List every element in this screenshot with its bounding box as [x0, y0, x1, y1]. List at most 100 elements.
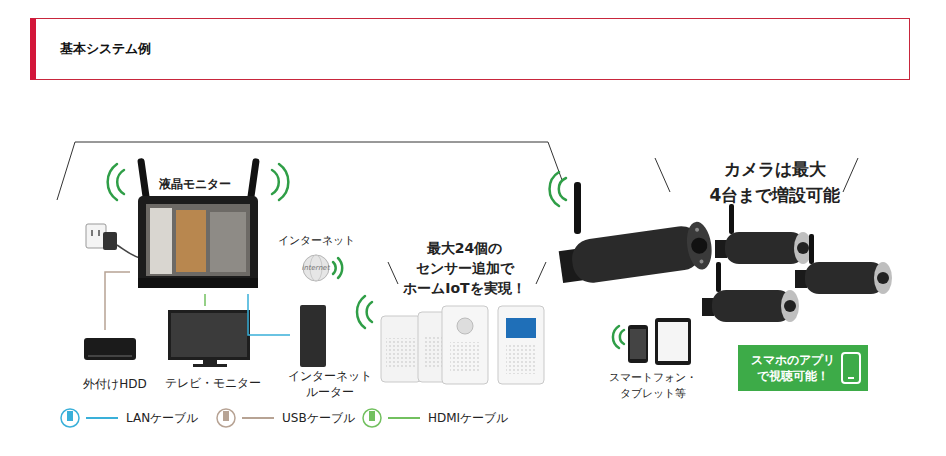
monitor-device: 液晶モニター: [130, 176, 260, 294]
signal-arc: [367, 302, 372, 322]
sensor-group: 最大24個の センサー追加で ホームIoTを実現！: [375, 238, 555, 388]
legend-label: HDMIケーブル: [428, 410, 508, 426]
usb-plug-icon: [217, 409, 235, 427]
camera-group: カメラは最大 4台まで増設可能: [555, 156, 890, 318]
node-sublabel: internet: [291, 264, 341, 273]
phone-outline: [842, 353, 860, 383]
screen-door: [176, 210, 206, 272]
hdd-stripe: [88, 355, 132, 357]
ir-led: [699, 259, 704, 264]
node-label: 外付けHDD: [70, 376, 160, 392]
legend-label: USBケーブル: [282, 410, 355, 426]
router-body: [300, 305, 326, 367]
camera-face: [781, 290, 799, 322]
sensor-device: [498, 306, 544, 384]
hdd-device: 外付けHDD: [75, 330, 155, 392]
legend-swatch: [388, 417, 420, 419]
app-badge: スマホのアプリ で視聴可能！: [738, 345, 868, 391]
plug-shape: [223, 411, 229, 421]
screen-wall: [150, 208, 172, 274]
antenna: [716, 262, 721, 292]
monitor-screen: [146, 204, 250, 276]
smartphone: [628, 325, 648, 363]
hdd-body: [84, 338, 136, 360]
signal-arc: [117, 170, 124, 194]
antenna: [809, 234, 814, 264]
plug-shape: [369, 411, 375, 421]
signal-arc: [333, 262, 336, 274]
tv-body: [168, 310, 250, 360]
phone-screen: [630, 329, 646, 359]
cable-connector: [204, 294, 206, 306]
heading-bracket: [843, 158, 858, 192]
signal-arc: [613, 326, 619, 348]
phone-tablet: スマートフォン・ タブレット等: [600, 316, 705, 398]
sensor-display: [506, 318, 536, 338]
signal-arc: [108, 164, 117, 200]
node-label: インターネット ルーター: [285, 368, 375, 400]
ir-led: [695, 228, 700, 233]
phone-button: [848, 377, 854, 379]
camera-large: [557, 220, 714, 289]
legend-icon: [61, 409, 381, 427]
motion-sensor: [457, 318, 473, 334]
camera-lens: [690, 237, 708, 255]
legend-label: LANケーブル: [126, 410, 198, 426]
camera-face: [684, 220, 714, 271]
heading-bracket: [388, 262, 398, 284]
outlet-slot: [98, 230, 100, 236]
sensor-device: [442, 306, 488, 384]
hdmi-plug-icon: [363, 409, 381, 427]
plug-shape: [67, 411, 73, 421]
house-outline: [57, 142, 562, 200]
signal-arc: [272, 170, 279, 194]
cable-connector: [248, 294, 290, 335]
tablet-screen: [658, 322, 688, 361]
signal-arc: [559, 178, 566, 200]
tv-screen: [171, 313, 247, 357]
sensor-grille: [450, 342, 480, 372]
node-label: 最大24個の センサー追加で ホームIoTを実現！: [392, 238, 537, 298]
lan-plug-icon: [61, 409, 79, 427]
sensor-device: [381, 316, 421, 382]
camera-body: [712, 290, 792, 322]
node-label: 液晶モニター: [130, 176, 260, 192]
title-box: 基本システム例: [30, 18, 910, 80]
antenna: [574, 182, 581, 234]
camera-body: [805, 262, 885, 294]
camera-lens: [784, 300, 796, 312]
camera-small: [795, 234, 892, 294]
camera-body: [569, 224, 704, 286]
tv-base: [193, 364, 227, 367]
internet-node: インターネットinternet: [276, 234, 356, 282]
power-adapter: [103, 232, 117, 250]
sensor-grille: [506, 344, 536, 374]
tv-device: テレビ・モニター: [160, 306, 265, 392]
power-cord: [117, 245, 140, 258]
camera-lens: [797, 242, 809, 254]
signal-arc: [550, 172, 559, 206]
signal-arc: [338, 258, 342, 278]
diagram-title: 基本システム例: [60, 19, 151, 79]
heading-bracket: [536, 262, 546, 284]
legend-swatch: [242, 417, 274, 419]
outlet-slot: [91, 230, 93, 236]
monitor-bezel: [138, 278, 258, 288]
signal-arc: [279, 164, 288, 200]
node-label: スマホのアプリ で視聴可能！: [746, 352, 840, 384]
cable-connector: [105, 272, 130, 330]
signal-arc: [620, 330, 624, 344]
node-label: インターネット: [271, 234, 361, 248]
legend-swatch: [86, 417, 118, 419]
heading-bracket: [655, 158, 670, 192]
tablet: [655, 318, 691, 365]
camera-small: [702, 262, 799, 322]
signal-arc: [357, 296, 365, 328]
monitor-body: [138, 196, 258, 288]
sensor-grille: [386, 338, 416, 368]
node-label: スマートフォン・ タブレット等: [605, 370, 700, 402]
node-label: カメラは最大 4台まで増設可能: [700, 156, 850, 208]
phone-icon: [738, 345, 868, 391]
router-device: インターネット ルーター: [290, 300, 370, 402]
tv-stand: [203, 360, 217, 364]
